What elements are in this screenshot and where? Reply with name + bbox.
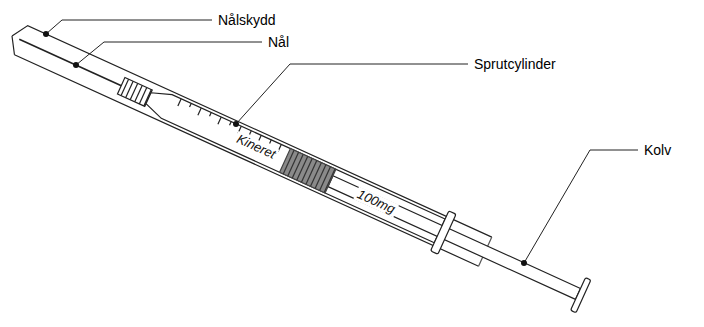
finger-flange [431, 211, 457, 254]
needle [19, 39, 123, 86]
ridge [315, 165, 326, 189]
part-label: Kolv [644, 143, 671, 157]
leader-dot [73, 62, 79, 68]
ridge [324, 169, 335, 193]
graduation-tick [230, 122, 232, 126]
graduation-tick [270, 140, 272, 144]
leader-lines [46, 20, 638, 263]
leader-dot [521, 260, 527, 266]
graduation-tick [198, 108, 201, 115]
graduation-tick [218, 117, 221, 124]
ridge [301, 159, 312, 183]
graduation-tick [210, 113, 212, 117]
leader-dots [43, 31, 527, 266]
leader-line [524, 150, 638, 263]
part-label: Nålskydd [218, 13, 276, 27]
thumb-plate [571, 278, 591, 313]
graduation-tick [250, 131, 252, 135]
ridge [297, 156, 308, 180]
ridge [306, 161, 317, 185]
ridge [288, 152, 299, 176]
leader-dot [43, 31, 49, 37]
part-label: Nål [268, 35, 289, 49]
ridge [292, 154, 303, 178]
part-label: Sprutcylinder [474, 57, 556, 71]
ridge [283, 150, 294, 174]
leader-line [236, 64, 468, 124]
stopper-ridges [283, 150, 335, 192]
needle-guard [5, 21, 491, 266]
leader-line [46, 20, 212, 34]
ridge [320, 167, 331, 191]
graduation-tick [190, 103, 192, 107]
leader-line [76, 42, 262, 65]
graduation-tick [178, 99, 181, 106]
ridge [311, 163, 322, 187]
plunger-rod [328, 176, 580, 300]
stopper [280, 149, 336, 193]
leader-dot [233, 121, 239, 127]
